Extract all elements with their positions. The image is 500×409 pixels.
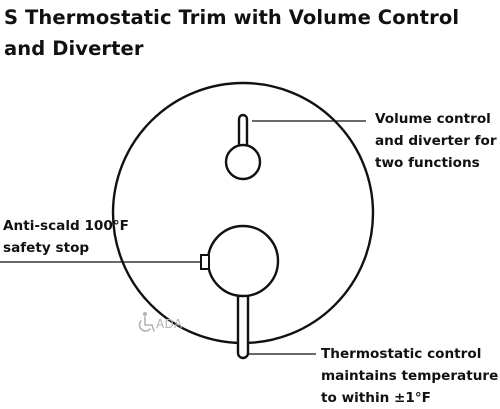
thermostatic-handle-lever <box>236 291 250 360</box>
title-line-1: S Thermostatic Trim with Volume Control <box>4 6 460 29</box>
volume-callout: Volume control and diverter for two func… <box>375 108 497 174</box>
page-title: S Thermostatic Trim with Volume Control … <box>4 2 496 64</box>
volume-handle-lever <box>237 113 249 150</box>
thermostatic-callout: Thermostatic control maintains temperatu… <box>321 343 498 409</box>
volume-handle-knob <box>224 143 262 181</box>
thermostatic-callout-line-3: to within ±1°F <box>321 390 431 406</box>
anti-scald-callout-line-1: Anti-scald 100°F <box>3 218 129 234</box>
anti-scald-callout-line-2: safety stop <box>3 240 90 256</box>
thermostatic-handle-knob <box>206 224 280 298</box>
volume-callout-line-3: two functions <box>375 155 480 171</box>
volume-callout-line-2: and diverter for <box>375 133 497 149</box>
thermostatic-callout-line-1: Thermostatic control <box>321 346 482 362</box>
title-line-2: and Diverter <box>4 37 144 60</box>
volume-callout-line-1: Volume control <box>375 111 491 127</box>
wheelchair-icon <box>138 312 155 332</box>
thermostatic-callout-line-2: maintains temperature <box>321 368 499 384</box>
anti-scald-callout: Anti-scald 100°F safety stop <box>3 215 129 259</box>
safety-stop-button <box>200 254 210 270</box>
ada-badge-label: ADA <box>156 317 183 331</box>
